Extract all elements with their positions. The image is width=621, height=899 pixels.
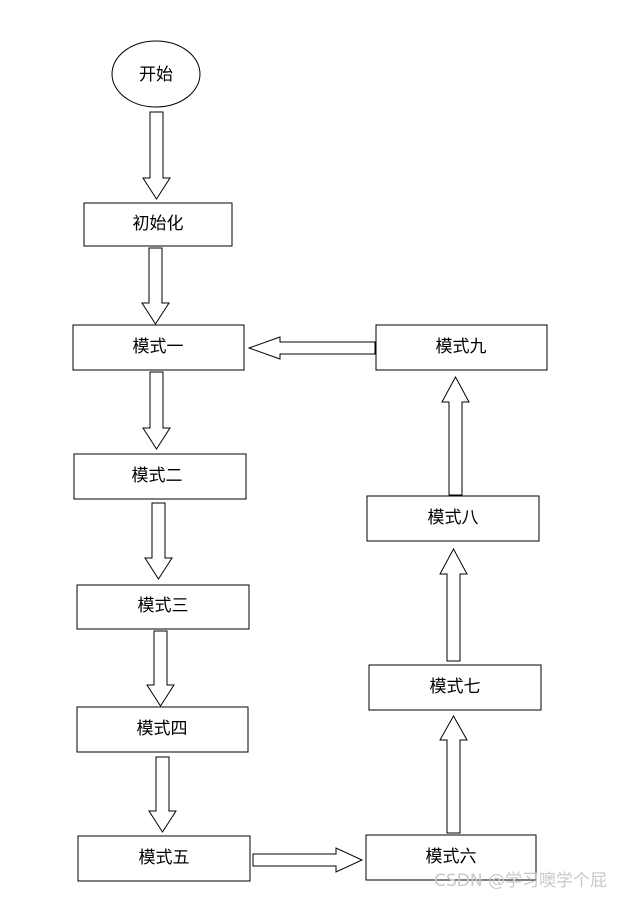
arrow-mode9-to-mode1 [247,336,376,360]
mode5-node-label: 模式五 [139,848,190,868]
init-node-label: 初始化 [133,214,184,234]
arrow-init-to-mode1 [141,247,170,325]
mode4-node [76,706,249,753]
watermark-text: CSDN @学习噢学个屁 [434,871,607,891]
arrow-start-to-init [142,111,171,200]
mode6-node [365,834,537,881]
arrow-mode3-to-mode4 [146,630,175,707]
mode3-node-label: 模式三 [138,596,189,616]
mode6-node-label: 模式六 [426,847,477,867]
mode2-node-label: 模式二 [132,466,183,486]
arrow-mode4-to-mode5 [148,756,177,833]
start-node-label: 开始 [139,65,173,85]
mode3-node [76,584,250,630]
mode9-node-label: 模式九 [436,337,487,357]
arrow-mode1-to-mode2 [142,371,171,450]
mode9-node [375,324,548,371]
mode8-node [366,495,540,542]
init-node [83,202,233,247]
mode8-node-label: 模式八 [428,508,479,528]
mode7-node-label: 模式七 [430,677,481,697]
mode1-node [72,324,245,371]
mode2-node [73,453,247,500]
arrow-mode2-to-mode3 [144,502,173,580]
arrow-mode5-to-mode6 [252,847,364,873]
arrow-mode8-to-mode9 [441,375,470,496]
arrow-mode6-to-mode7 [439,714,468,834]
mode1-node-label: 模式一 [133,337,184,357]
mode7-node [368,664,542,711]
mode5-node [77,835,251,882]
start-node [111,40,201,108]
mode4-node-label: 模式四 [137,719,188,739]
arrow-mode7-to-mode8 [439,547,468,662]
